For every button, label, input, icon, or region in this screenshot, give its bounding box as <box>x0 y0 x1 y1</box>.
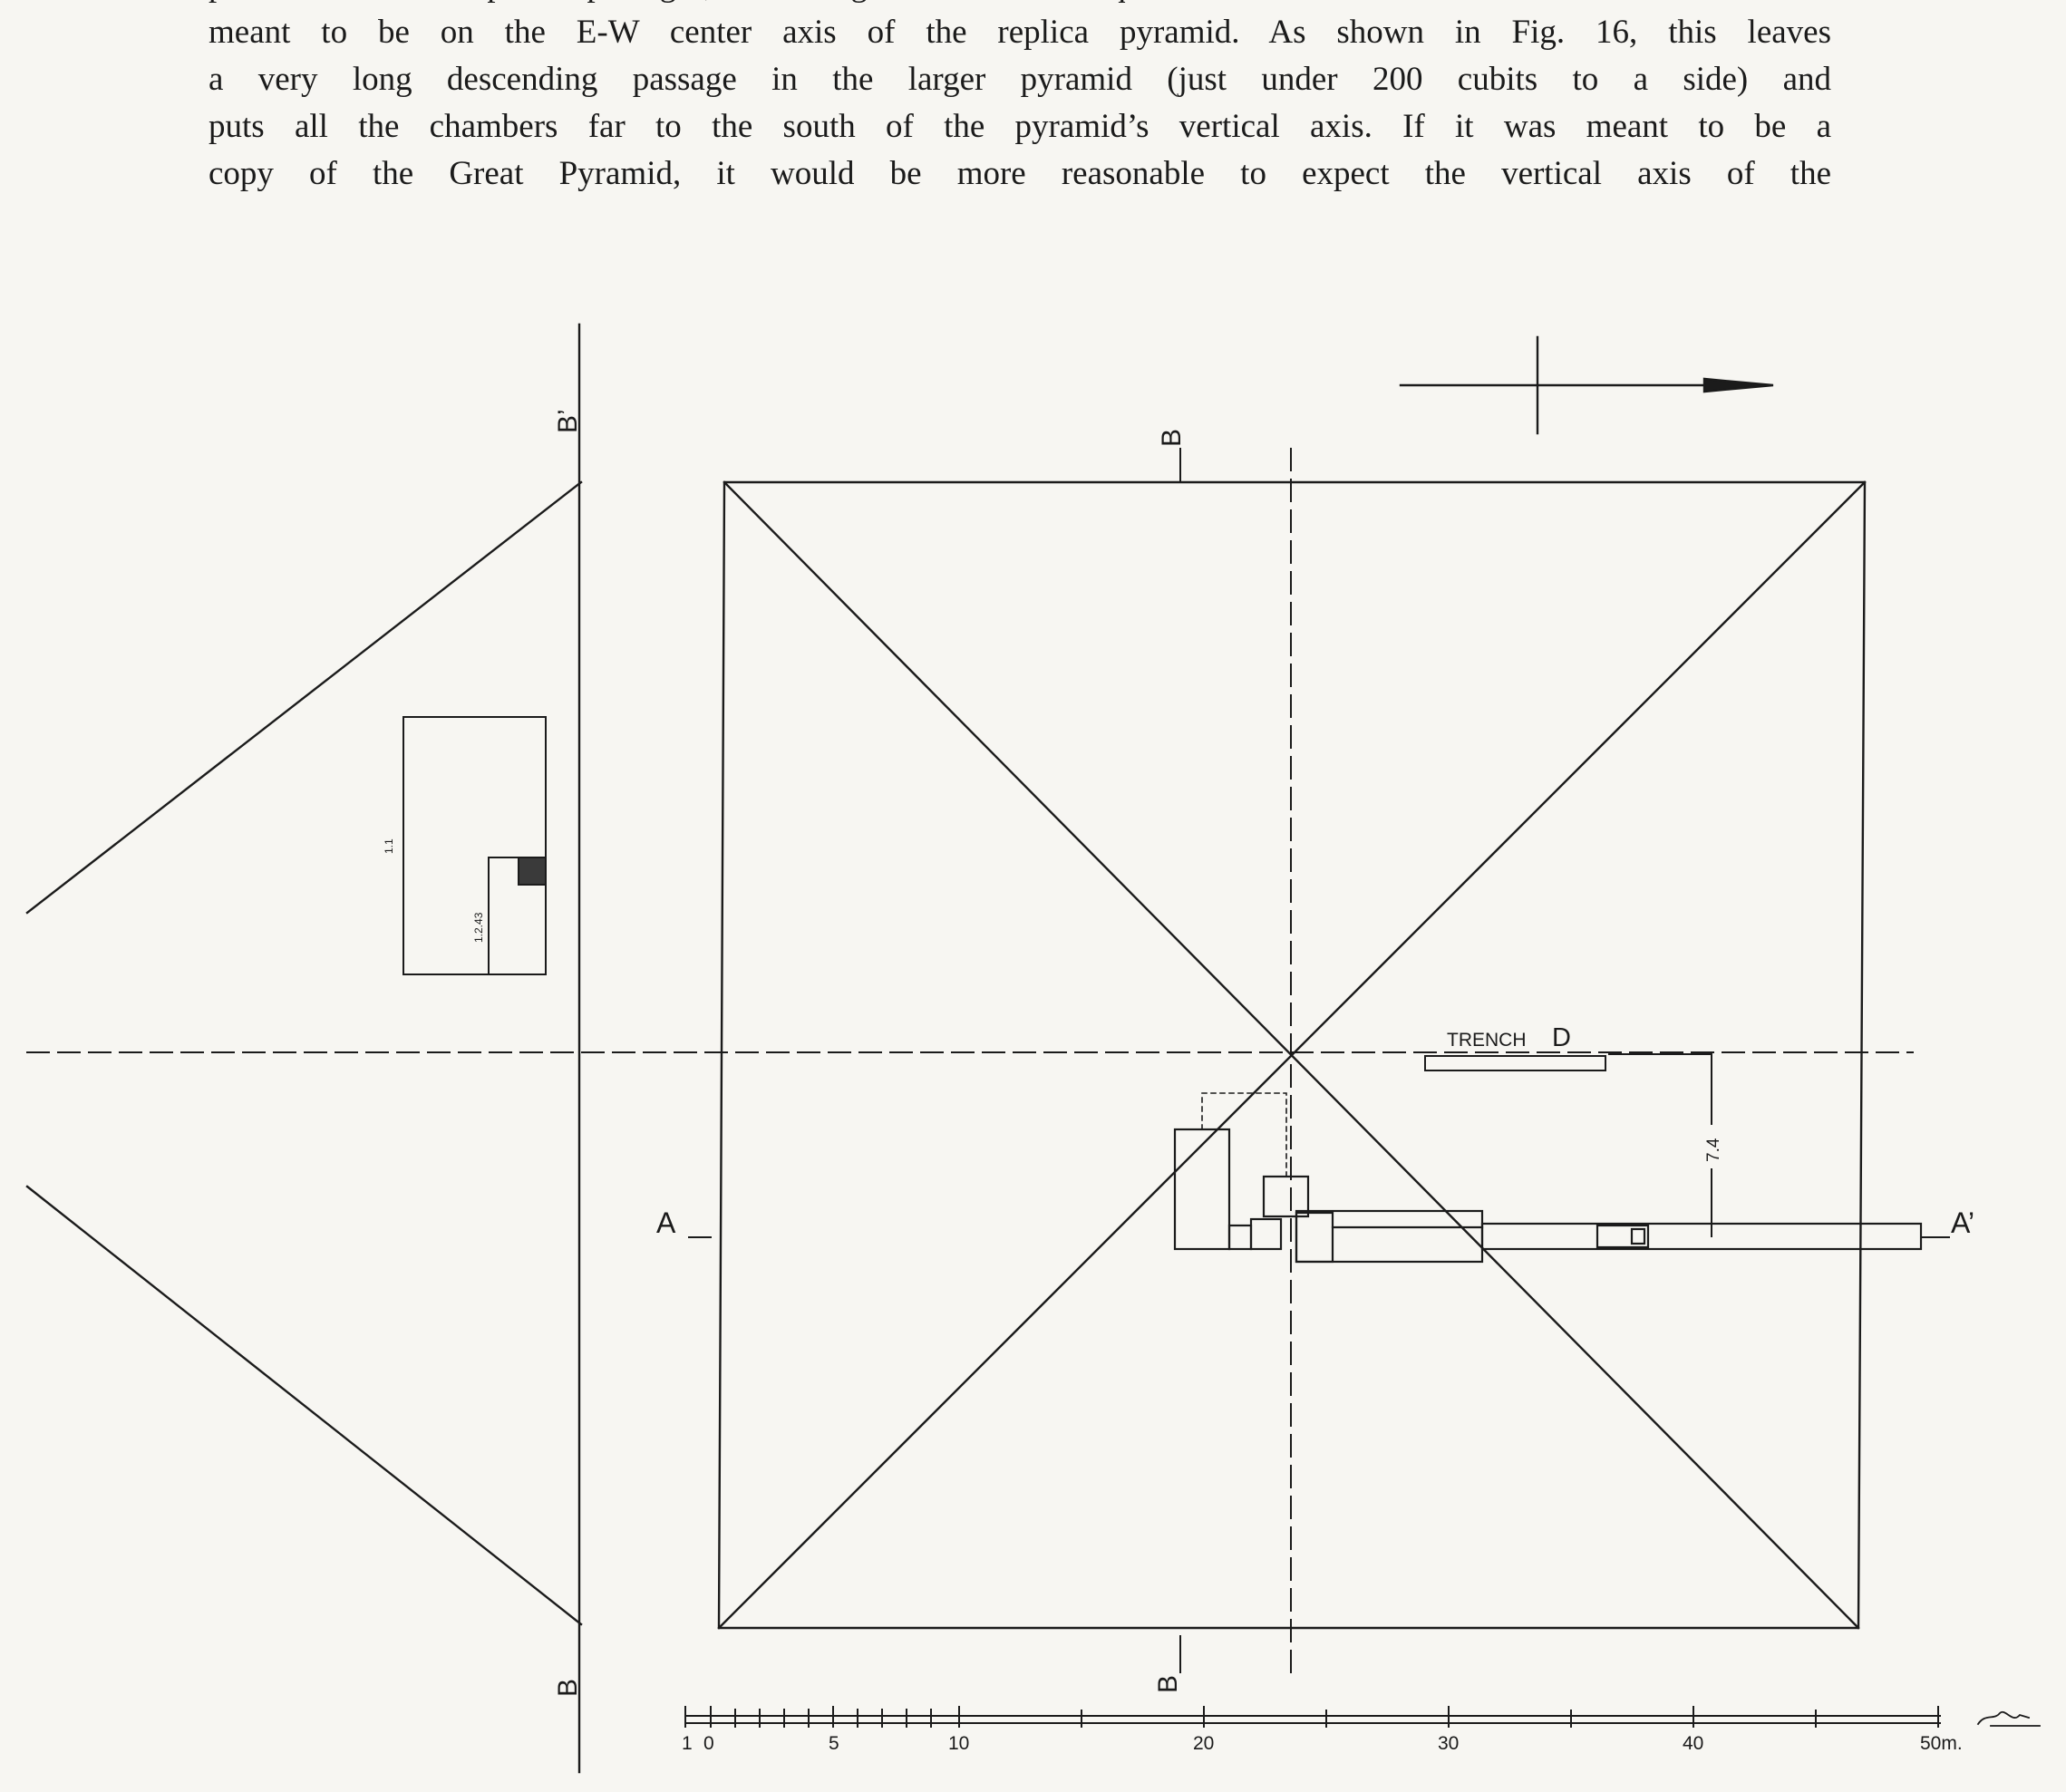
trench-letter: D <box>1552 1023 1571 1052</box>
text-line: puts all the chambers far to the south o… <box>209 108 1831 145</box>
dimension-7-4 <box>1608 1053 1712 1237</box>
inset-dim-lower: 1.2.43 <box>472 912 485 943</box>
scale-label: 30 <box>1438 1733 1459 1754</box>
label-a: A <box>656 1206 676 1239</box>
elevation-chamber-inset <box>403 716 547 975</box>
label-b-left: B <box>553 1679 583 1697</box>
trench-label: TRENCH <box>1447 1030 1527 1051</box>
chambers-passage-group <box>1173 1092 1923 1264</box>
text-line: part of the copied passages, it might we… <box>209 0 1831 9</box>
pyramid-diagonal-2 <box>717 480 1867 1630</box>
text-line: a very long descending passage in the la… <box>209 61 1831 98</box>
scale-label: 10 <box>948 1733 969 1754</box>
label-a-prime: A’ <box>1951 1206 1974 1239</box>
scale-label: 5 <box>829 1733 839 1754</box>
inset-dim-upper: 1.1 <box>383 838 395 854</box>
trench-d <box>1424 1055 1606 1071</box>
label-b-bottom: B <box>1153 1675 1183 1693</box>
signature-icon <box>1976 1710 2041 1727</box>
scale-label: 40 <box>1683 1733 1703 1754</box>
north-arrow-icon <box>1399 335 1774 435</box>
scale-bar <box>684 1706 1941 1728</box>
text-line: meant to be on the E-W center axis of th… <box>209 14 1831 51</box>
label-b-prime-left: B’ <box>553 409 583 433</box>
scale-label: 50m. <box>1920 1733 1963 1754</box>
elevation-lower-slope <box>25 1185 583 1626</box>
scale-label: 20 <box>1193 1733 1214 1754</box>
text-line: copy of the Great Pyramid, it would be m… <box>209 155 1831 192</box>
elevation-upper-slope <box>25 480 583 915</box>
scale-label: 1 <box>682 1733 693 1754</box>
dimension-label: 7.4 <box>1704 1138 1723 1162</box>
scale-label: 0 <box>703 1733 714 1754</box>
label-b-top: B <box>1157 429 1187 447</box>
body-text: part of the copied passages, it might we… <box>209 0 1831 198</box>
